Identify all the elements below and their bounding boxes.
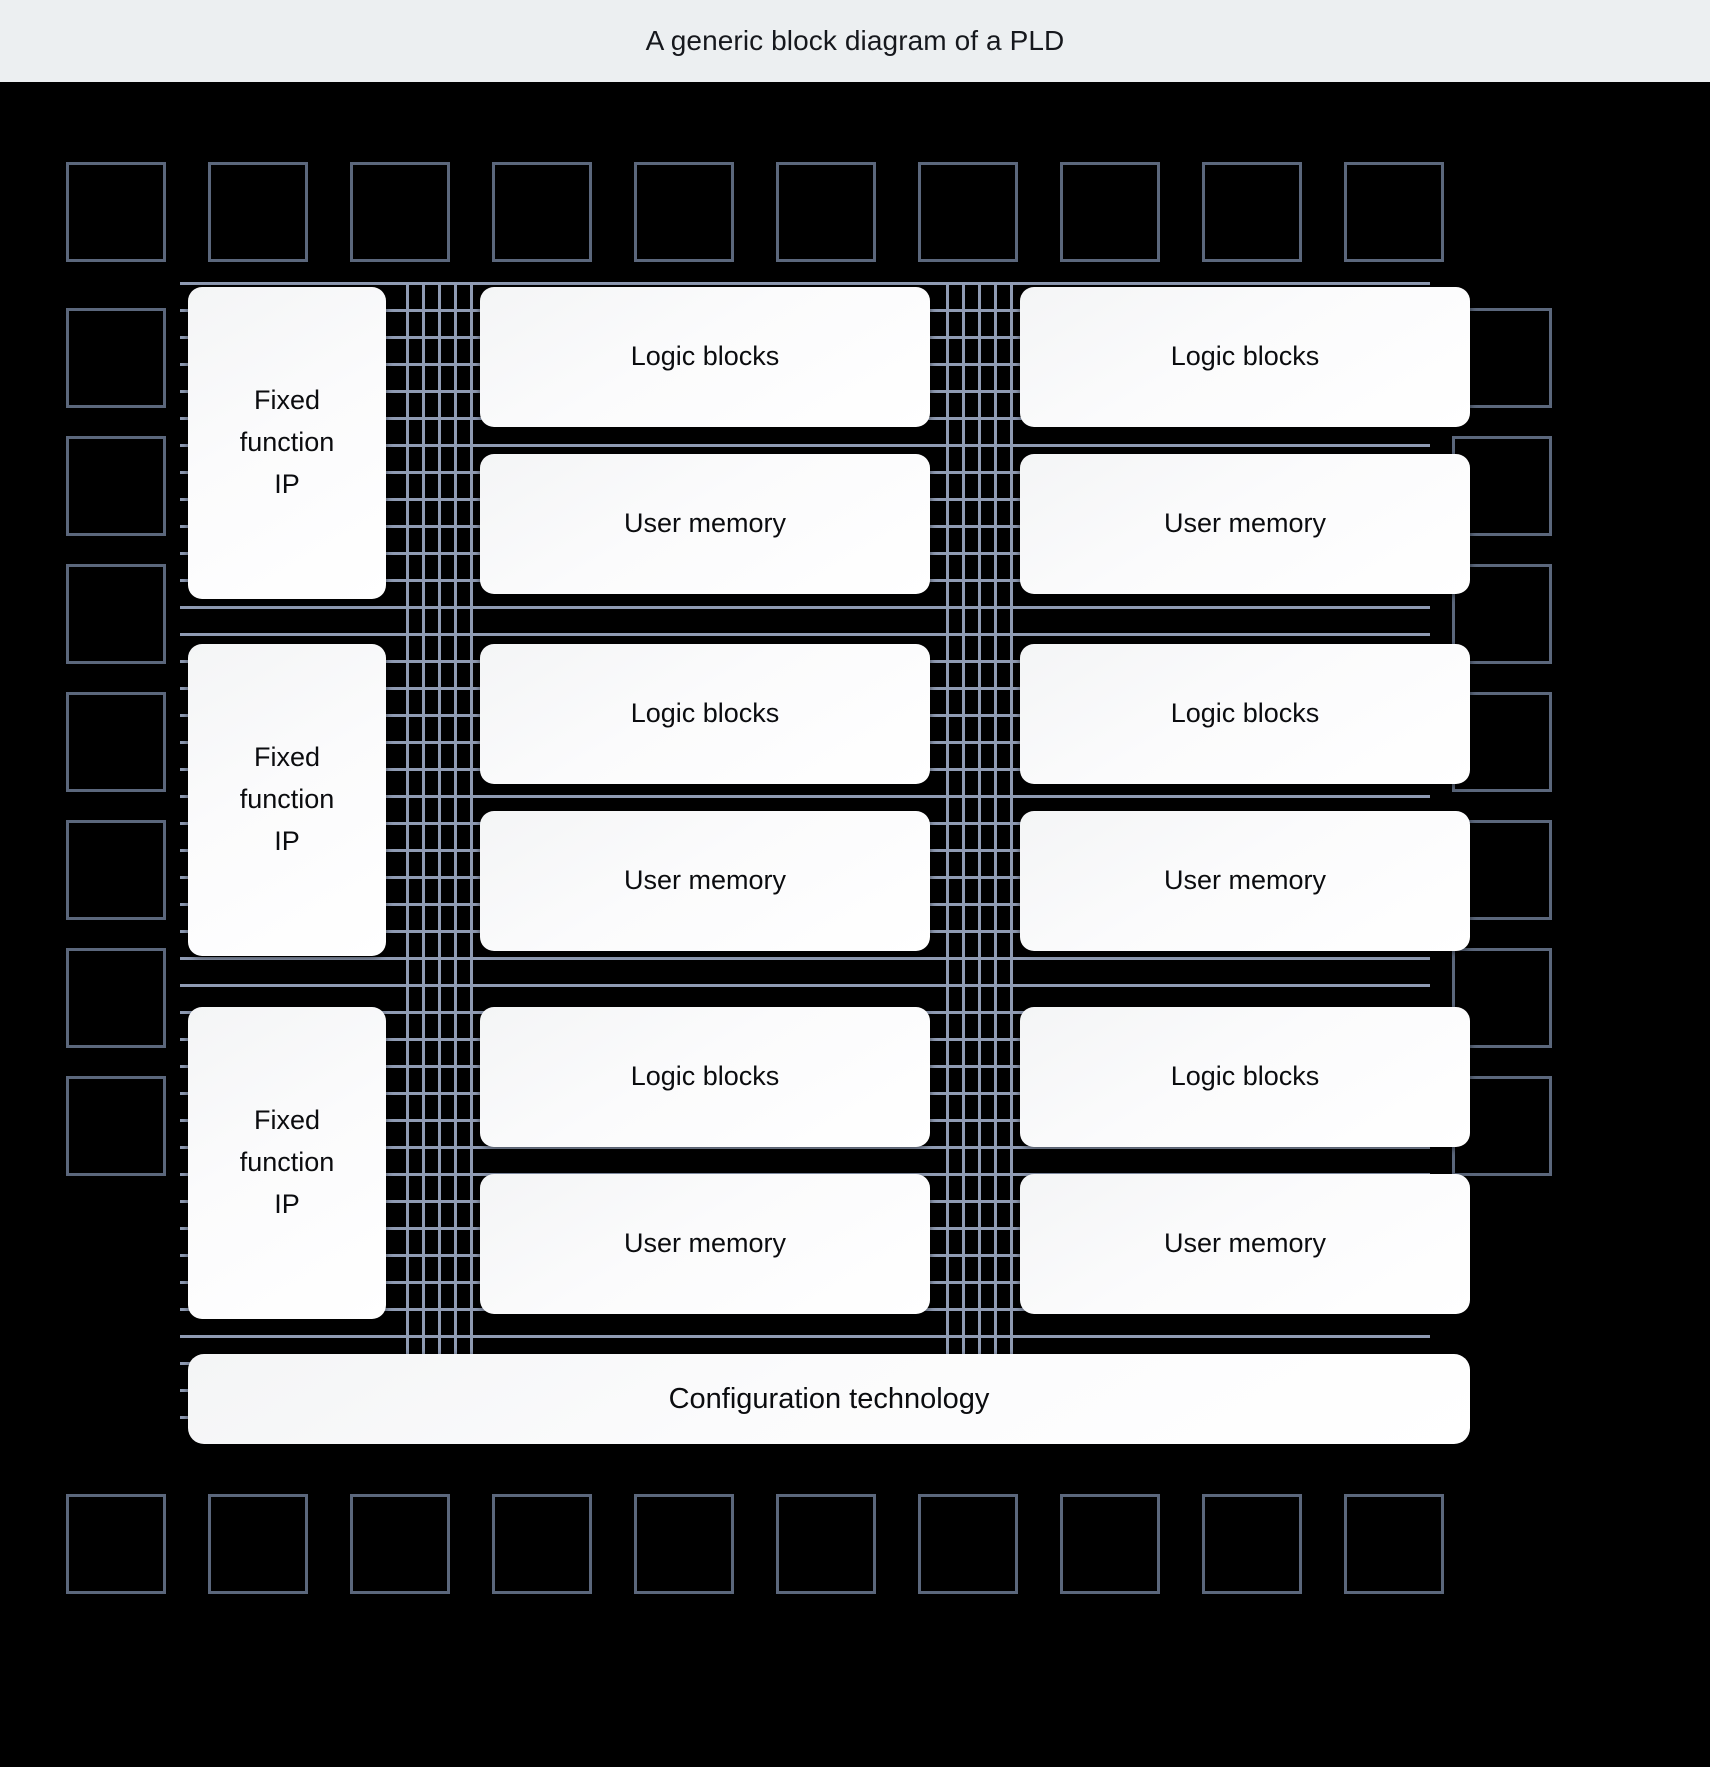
- logic-blocks-row2-col1-label: Logic blocks: [630, 698, 780, 729]
- routing-line-horizontal: [180, 633, 1430, 636]
- routing-line-horizontal: [180, 1335, 1430, 1338]
- io-pad-right-6[interactable]: [1452, 948, 1552, 1048]
- logic-blocks-row2-col1[interactable]: Logic blocks: [480, 644, 930, 784]
- io-pad-left-1[interactable]: [66, 308, 166, 408]
- io-pad-left-7[interactable]: [66, 1076, 166, 1176]
- io-pad-bottom-3[interactable]: [350, 1494, 450, 1594]
- io-pad-bottom-2[interactable]: [208, 1494, 308, 1594]
- configuration-technology-block[interactable]: Configuration technology: [188, 1354, 1470, 1444]
- logic-blocks-row2-col2-label: Logic blocks: [1170, 698, 1320, 729]
- user-memory-row2-col2-label: User memory: [1163, 865, 1326, 896]
- routing-line-horizontal: [180, 1146, 1430, 1149]
- user-memory-row3-col2-label: User memory: [1163, 1228, 1326, 1259]
- io-pad-bottom-5[interactable]: [634, 1494, 734, 1594]
- io-pad-top-4[interactable]: [492, 162, 592, 262]
- logic-blocks-row3-col2-label: Logic blocks: [1170, 1061, 1320, 1092]
- io-pad-bottom-6[interactable]: [776, 1494, 876, 1594]
- routing-line-vertical: [1010, 282, 1013, 1442]
- user-memory-row1-col2[interactable]: User memory: [1020, 454, 1470, 594]
- user-memory-row1-col2-label: User memory: [1163, 508, 1326, 539]
- io-pad-bottom-8[interactable]: [1060, 1494, 1160, 1594]
- io-pad-bottom-1[interactable]: [66, 1494, 166, 1594]
- routing-line-horizontal: [180, 795, 1430, 798]
- routing-line-horizontal: [180, 984, 1430, 987]
- user-memory-row3-col2[interactable]: User memory: [1020, 1174, 1470, 1314]
- routing-line-vertical: [962, 282, 965, 1442]
- io-pad-left-2[interactable]: [66, 436, 166, 536]
- io-pad-top-3[interactable]: [350, 162, 450, 262]
- io-pad-top-5[interactable]: [634, 162, 734, 262]
- logic-blocks-row3-col1-label: Logic blocks: [630, 1061, 780, 1092]
- io-pad-left-4[interactable]: [66, 692, 166, 792]
- configuration-technology-block-label: Configuration technology: [668, 1382, 990, 1415]
- logic-blocks-row3-col1[interactable]: Logic blocks: [480, 1007, 930, 1147]
- logic-blocks-row1-col2[interactable]: Logic blocks: [1020, 287, 1470, 427]
- io-pad-top-10[interactable]: [1344, 162, 1444, 262]
- routing-line-vertical: [406, 282, 409, 1442]
- routing-line-vertical: [946, 282, 949, 1442]
- routing-line-vertical: [438, 282, 441, 1442]
- user-memory-row1-col1-label: User memory: [623, 508, 786, 539]
- io-pad-top-6[interactable]: [776, 162, 876, 262]
- user-memory-row3-col1-label: User memory: [623, 1228, 786, 1259]
- user-memory-row1-col1[interactable]: User memory: [480, 454, 930, 594]
- logic-blocks-row1-col1-label: Logic blocks: [630, 341, 780, 372]
- io-pad-left-5[interactable]: [66, 820, 166, 920]
- vertical-routing-channel-1: [402, 282, 474, 1442]
- logic-blocks-row1-col1[interactable]: Logic blocks: [480, 287, 930, 427]
- routing-line-vertical: [978, 282, 981, 1442]
- routing-line-horizontal: [180, 444, 1430, 447]
- user-memory-row2-col1-label: User memory: [623, 865, 786, 896]
- io-pad-top-2[interactable]: [208, 162, 308, 262]
- user-memory-row2-col2[interactable]: User memory: [1020, 811, 1470, 951]
- io-pad-top-9[interactable]: [1202, 162, 1302, 262]
- routing-line-vertical: [470, 282, 473, 1442]
- routing-line-vertical: [994, 282, 997, 1442]
- io-pad-left-3[interactable]: [66, 564, 166, 664]
- logic-blocks-row1-col2-label: Logic blocks: [1170, 341, 1320, 372]
- routing-line-horizontal: [180, 957, 1430, 960]
- routing-line-vertical: [454, 282, 457, 1442]
- io-pad-left-6[interactable]: [66, 948, 166, 1048]
- logic-blocks-row3-col2[interactable]: Logic blocks: [1020, 1007, 1470, 1147]
- title-bar: A generic block diagram of a PLD: [0, 0, 1710, 82]
- io-pad-top-8[interactable]: [1060, 162, 1160, 262]
- routing-line-horizontal: [180, 606, 1430, 609]
- user-memory-row2-col1[interactable]: User memory: [480, 811, 930, 951]
- routing-line-vertical: [422, 282, 425, 1442]
- io-pad-top-7[interactable]: [918, 162, 1018, 262]
- page-title: A generic block diagram of a PLD: [645, 25, 1065, 56]
- io-pad-bottom-10[interactable]: [1344, 1494, 1444, 1594]
- user-memory-row3-col1[interactable]: User memory: [480, 1174, 930, 1314]
- logic-blocks-row2-col2[interactable]: Logic blocks: [1020, 644, 1470, 784]
- vertical-routing-channel-2: [942, 282, 1014, 1442]
- io-pad-top-1[interactable]: [66, 162, 166, 262]
- io-pad-bottom-9[interactable]: [1202, 1494, 1302, 1594]
- routing-line-horizontal: [180, 282, 1430, 285]
- io-pad-bottom-7[interactable]: [918, 1494, 1018, 1594]
- io-pad-bottom-4[interactable]: [492, 1494, 592, 1594]
